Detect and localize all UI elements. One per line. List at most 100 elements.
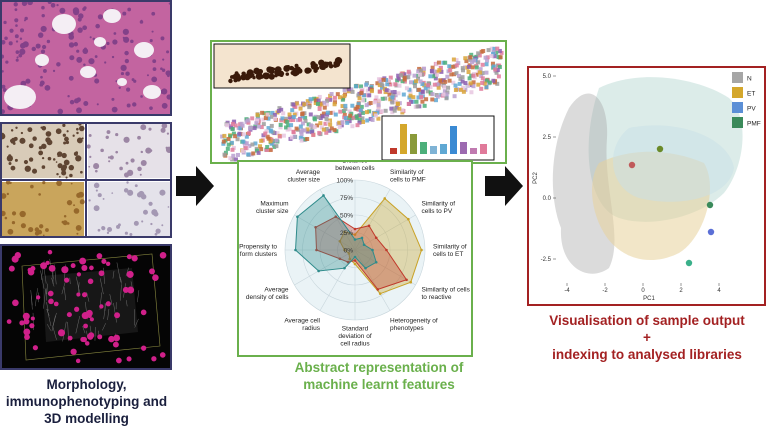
tile-cell xyxy=(393,93,398,98)
stain-dot xyxy=(62,164,68,170)
stain-dot xyxy=(15,126,18,129)
tissue-fiber xyxy=(100,278,104,295)
tile-cell xyxy=(243,146,248,151)
tile-cell xyxy=(379,82,384,87)
cell-sphere xyxy=(89,317,94,322)
tile-cell xyxy=(246,131,251,136)
radar-point xyxy=(353,233,357,236)
tile-cell xyxy=(305,99,310,104)
cell-sphere xyxy=(83,323,88,329)
nucleus-dot xyxy=(2,84,6,89)
cell-sphere xyxy=(8,265,15,272)
cell-sphere xyxy=(140,345,147,351)
tile-cell xyxy=(281,111,286,116)
tile-cell xyxy=(458,87,463,92)
radar-spoke xyxy=(294,214,356,251)
cell-sphere xyxy=(74,306,80,312)
tile-cell xyxy=(365,118,370,123)
nucleus-dot xyxy=(151,11,156,16)
pca-point-et xyxy=(656,145,664,153)
tile-cell xyxy=(350,89,355,94)
tile-cell xyxy=(471,84,476,89)
nucleus-dot xyxy=(73,42,79,47)
tile-cell xyxy=(230,147,235,152)
tile-cell xyxy=(245,118,250,123)
tile-cell xyxy=(225,146,230,151)
nucleus-dot xyxy=(72,7,80,14)
tile-cell xyxy=(270,110,275,115)
tile-cell xyxy=(384,78,389,83)
tile-cell xyxy=(422,103,427,108)
radar-point xyxy=(343,248,346,252)
thumb-blob xyxy=(234,71,239,76)
pca-x-tick: -4 xyxy=(564,288,570,294)
radar-point xyxy=(407,217,410,221)
tile-cell xyxy=(466,70,471,75)
tile-cell xyxy=(340,120,345,125)
stain-dot xyxy=(141,220,144,223)
stain-dot xyxy=(40,126,43,129)
tile-cell xyxy=(373,113,378,118)
radar-point xyxy=(353,259,357,262)
nucleus-dot xyxy=(2,88,7,92)
tile-cell xyxy=(444,96,449,101)
he-stain-graphic xyxy=(2,2,170,114)
tile-cell xyxy=(428,85,433,90)
left-caption-line-1: Morphology, xyxy=(46,377,127,392)
tile-cell xyxy=(321,111,326,116)
tile-cell xyxy=(356,102,361,107)
tile-cell xyxy=(266,116,271,121)
nucleus-dot xyxy=(120,64,127,72)
nucleus-dot xyxy=(2,40,6,45)
tile-cell xyxy=(337,95,342,100)
tile-cell xyxy=(305,136,310,141)
tissue-fiber xyxy=(43,266,47,284)
tile-cell xyxy=(420,89,425,94)
tile-cell xyxy=(356,107,361,112)
nucleus-dot xyxy=(92,37,96,41)
middle-caption: Abstract representation of machine learn… xyxy=(238,359,520,393)
nucleus-dot xyxy=(27,2,33,6)
tile-cell xyxy=(325,110,330,115)
stain-dot xyxy=(57,155,60,158)
tile-cell xyxy=(354,114,359,119)
nucleus-dot xyxy=(88,58,95,65)
stain-dot xyxy=(5,180,11,185)
tile-cell xyxy=(441,92,446,97)
stain-dot xyxy=(45,228,49,232)
tile-cell xyxy=(357,96,362,101)
legend-swatch xyxy=(732,72,743,83)
nucleus-dot xyxy=(41,44,47,50)
tile-cell xyxy=(329,92,334,97)
tile-cell xyxy=(452,72,457,77)
pca-x-tick: -2 xyxy=(602,288,608,294)
stain-dot xyxy=(45,131,52,137)
nucleus-dot xyxy=(83,101,89,107)
radar-point xyxy=(378,292,382,295)
stain-dot xyxy=(75,155,82,162)
tissue-fiber xyxy=(46,283,48,295)
radar-point xyxy=(385,248,388,252)
tile-cell xyxy=(456,61,461,66)
tile-cell xyxy=(388,97,393,102)
tile-cell xyxy=(357,118,362,123)
tile-cell xyxy=(250,142,255,147)
tile-cell xyxy=(446,85,451,90)
cell-sphere xyxy=(27,268,35,276)
pca-y-tick: 5.0 xyxy=(543,74,552,80)
radar-point xyxy=(364,266,367,270)
cell-sphere xyxy=(122,286,129,293)
tile-cell xyxy=(471,73,476,78)
nucleus-dot xyxy=(152,67,157,71)
tile-cell xyxy=(453,83,458,88)
nucleus-dot xyxy=(77,27,83,33)
stain-dot xyxy=(127,189,134,196)
tile-cell xyxy=(369,89,374,94)
tile-cell xyxy=(447,64,452,69)
tile-cell xyxy=(432,74,437,79)
pca-point-2 xyxy=(685,259,693,267)
tile-cell xyxy=(413,84,418,89)
stain-dot xyxy=(11,220,16,225)
tile-cell xyxy=(241,132,246,137)
